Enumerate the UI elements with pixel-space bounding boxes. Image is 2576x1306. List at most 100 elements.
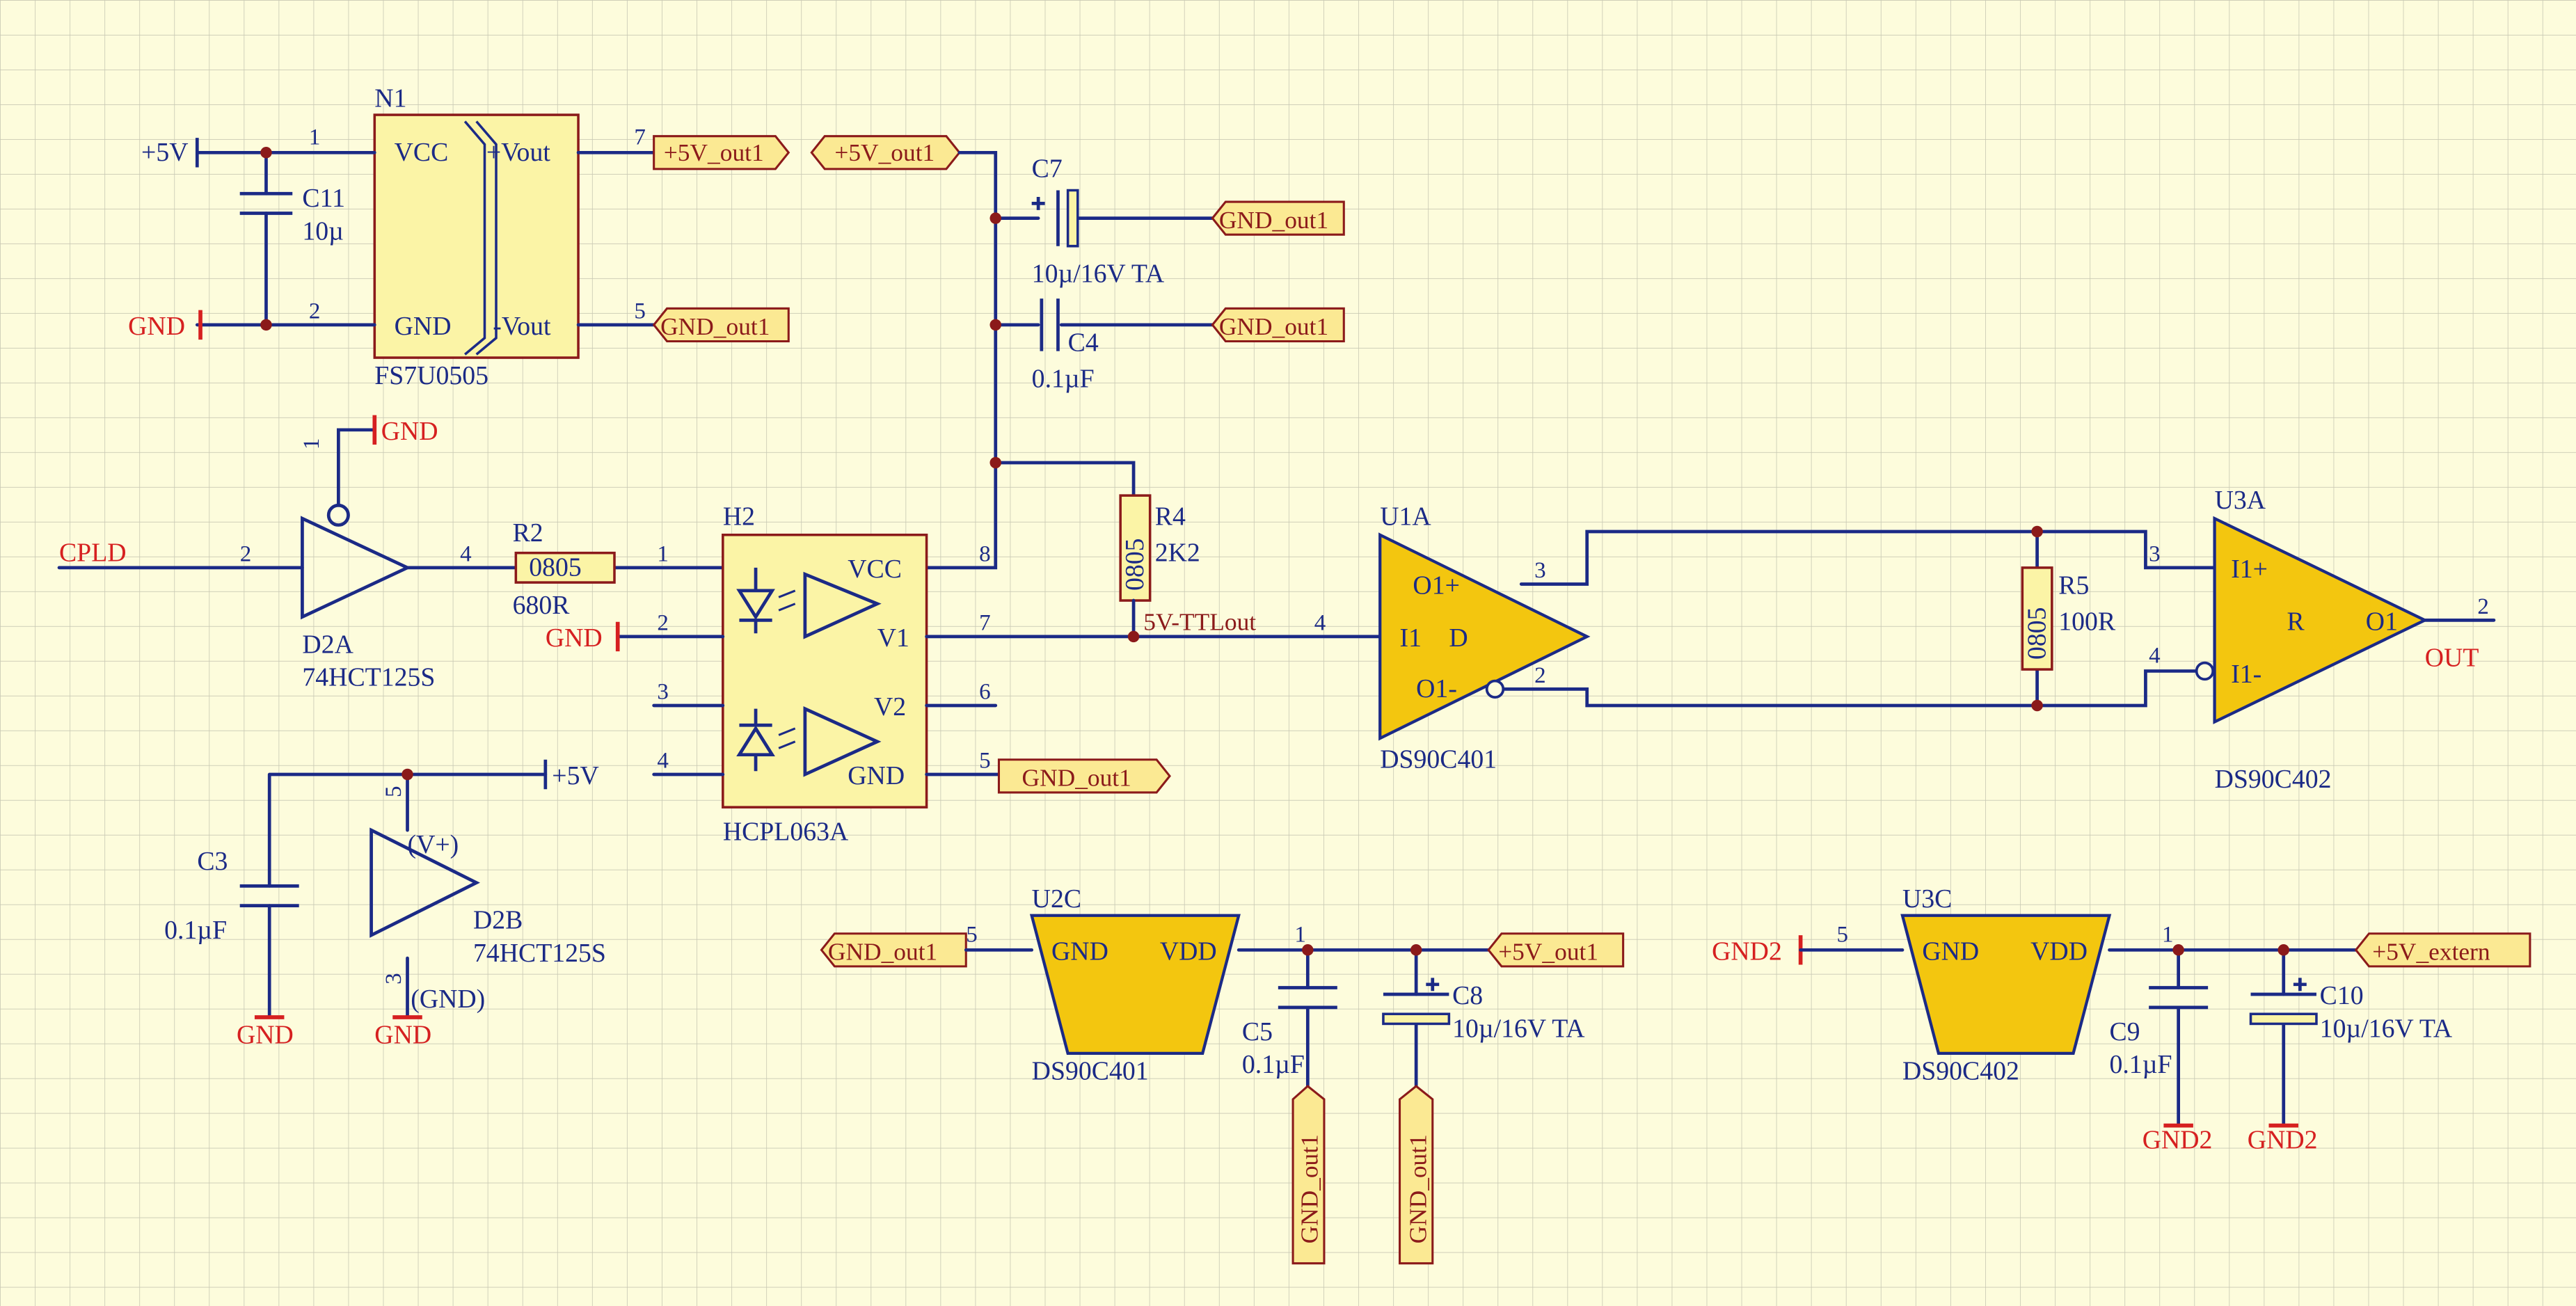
c10-ref: C10 xyxy=(2320,981,2364,1010)
r4-resistor[interactable]: 0805 R4 2K2 xyxy=(1119,494,1200,602)
p5v-power-flag[interactable]: +5V xyxy=(141,138,199,168)
c10-capacitor[interactable]: C10 10µ/16V TA xyxy=(2249,978,2453,1043)
port-gnd-out1-c4[interactable]: GND_out1 xyxy=(1211,307,1345,343)
u1a-o1p-label: O1+ xyxy=(1413,571,1459,600)
d2a-buffer[interactable]: GND 1 2 4 D2A 74HCT125S xyxy=(240,415,472,692)
c11-value: 10µ xyxy=(302,216,344,246)
gnd2-label-c9: GND2 xyxy=(2142,1126,2213,1155)
u3a-pin3: 3 xyxy=(2149,541,2161,566)
gnd-power-flag-h2[interactable]: GND xyxy=(546,621,620,653)
port-gnd-out1-h2[interactable]: GND_out1 xyxy=(997,758,1171,794)
u2c-gnd-label: GND xyxy=(1051,937,1108,966)
u3a-ref: U3A xyxy=(2215,486,2266,515)
c9-ref: C9 xyxy=(2109,1017,2140,1046)
u3a-line-receiver[interactable]: I1+ R O1 I1- U3A DS90C402 3 4 2 xyxy=(2149,486,2489,794)
c4-ref: C4 xyxy=(1068,328,1099,358)
n1-vout-plus-label: +Vout xyxy=(486,138,550,167)
u2c-vdd-label: VDD xyxy=(1160,937,1217,966)
u1a-pin2: 2 xyxy=(1534,663,1546,688)
u2c-pin5: 5 xyxy=(966,923,978,948)
r2-value: 680R xyxy=(513,591,571,620)
h2-optocoupler[interactable]: VCC V1 V2 GND H2 HCPL063A 1 2 3 4 8 7 6 … xyxy=(657,502,990,847)
p5v-label-n1: +5V xyxy=(141,138,188,167)
c9-capacitor[interactable]: C9 0.1µF xyxy=(2109,986,2209,1080)
c3-value: 0.1µF xyxy=(164,916,227,945)
gnd-label-d2b: GND xyxy=(374,1021,431,1050)
gnd-label-d2a: GND xyxy=(381,417,438,446)
h2-pin3: 3 xyxy=(657,680,669,705)
r2-resistor[interactable]: 0805 R2 680R xyxy=(513,518,616,620)
h2-gnd-label: GND xyxy=(848,761,905,790)
port-p5v-extern[interactable]: +5V_extern xyxy=(2354,932,2531,968)
d2b-gnd-label: (GND) xyxy=(411,985,485,1014)
port-gnd-out1-c5[interactable]: GND_out1 xyxy=(1291,1085,1326,1265)
c3-capacitor[interactable]: C3 0.1µF xyxy=(164,847,299,945)
c9-value: 0.1µF xyxy=(2109,1050,2172,1079)
port-p5v-out1-n1-label: +5V_out1 xyxy=(664,138,764,166)
c8-value: 10µ/16V TA xyxy=(1452,1014,1584,1043)
c5-ref: C5 xyxy=(1242,1017,1273,1046)
cpld-net-label: CPLD xyxy=(59,538,127,567)
h2-v2-label: V2 xyxy=(874,692,906,722)
gnd-power-flag-n1[interactable]: GND xyxy=(128,310,202,341)
c5-capacitor[interactable]: C5 0.1µF xyxy=(1242,986,1337,1080)
u1a-line-driver[interactable]: O1+ I1 D O1- U1A DS90C401 3 4 2 xyxy=(1314,502,1591,774)
c4-capacitor[interactable]: C4 0.1µF xyxy=(1032,298,1099,393)
u1a-d-label: D xyxy=(1449,623,1468,653)
u2c-ref: U2C xyxy=(1032,884,1081,914)
gnd-label-c3: GND xyxy=(237,1021,294,1050)
d2b-pin5: 5 xyxy=(381,786,406,798)
u3a-pin2: 2 xyxy=(2477,594,2489,619)
gnd2-label-c10: GND2 xyxy=(2248,1126,2318,1155)
d2a-ref: D2A xyxy=(302,630,353,660)
gnd-power-flag-d2b[interactable]: GND xyxy=(374,1015,431,1050)
gnd-power-flag-c3[interactable]: GND xyxy=(237,1015,294,1050)
ttl-net-label: 5V-TTLout xyxy=(1143,608,1256,636)
n1-converter[interactable]: VCC GND +Vout -Vout N1 FS7U0505 1 2 7 5 xyxy=(309,83,646,390)
d2a-pin1: 1 xyxy=(299,438,324,450)
out-net-label: OUT xyxy=(2425,643,2479,672)
port-gnd-out1-u2c[interactable]: GND_out1 xyxy=(820,932,967,968)
d2a-part: 74HCT125S xyxy=(302,663,435,692)
c4-value: 0.1µF xyxy=(1032,365,1095,394)
u3c-power-unit[interactable]: GND VDD U3C DS90C402 5 1 xyxy=(1837,884,2174,1086)
p5v-power-flag-d2b[interactable]: +5V xyxy=(543,759,599,790)
h2-pin7: 7 xyxy=(979,611,991,636)
u1a-o1n-label: O1- xyxy=(1416,674,1457,703)
d2b-buffer-power[interactable]: (V+) (GND) 5 3 D2B 74HCT125S xyxy=(369,786,606,1014)
c8-capacitor[interactable]: C8 10µ/16V TA xyxy=(1382,978,1585,1043)
u3c-gnd-label: GND xyxy=(1922,937,1979,966)
gnd2-power-flag-c9[interactable]: GND2 xyxy=(2142,1123,2213,1155)
u1a-ref: U1A xyxy=(1380,502,1431,532)
port-p5v-out1-u2c[interactable]: +5V_out1 xyxy=(1487,932,1625,968)
u2c-part: DS90C401 xyxy=(1032,1057,1149,1086)
port-gnd-out1-c5-label: GND_out1 xyxy=(1295,1134,1323,1243)
port-p5v-extern-label: +5V_extern xyxy=(2372,937,2490,965)
port-p5v-out1-n1[interactable]: +5V_out1 xyxy=(653,135,790,170)
r4-package: 0805 xyxy=(1120,538,1150,590)
u1a-pin3: 3 xyxy=(1534,558,1546,583)
gnd2-power-flag-c10[interactable]: GND2 xyxy=(2248,1123,2318,1155)
port-gnd-out1-n1[interactable]: GND_out1 xyxy=(652,307,790,343)
port-p5v-out1-top[interactable]: +5V_out1 xyxy=(810,135,961,170)
c11-capacitor[interactable]: C11 10µ xyxy=(239,184,345,246)
d2a-pin4: 4 xyxy=(460,541,472,566)
u2c-power-unit[interactable]: GND VDD U2C DS90C401 5 1 xyxy=(966,884,1306,1086)
h2-pin5: 5 xyxy=(979,749,991,774)
h2-pin1: 1 xyxy=(657,541,669,566)
u2c-pin1: 1 xyxy=(1294,923,1306,948)
n1-part: FS7U0505 xyxy=(374,361,488,390)
u3c-part: DS90C402 xyxy=(1902,1057,2019,1086)
port-p5v-out1-u2c-label: +5V_out1 xyxy=(1498,937,1598,965)
c7-capacitor[interactable]: C7 10µ/16V TA xyxy=(1032,154,1164,289)
c3-ref: C3 xyxy=(197,847,228,876)
n1-ref: N1 xyxy=(374,83,406,113)
port-gnd-out1-c7[interactable]: GND_out1 xyxy=(1211,200,1345,236)
r5-resistor[interactable]: 0805 R5 100R xyxy=(2021,566,2116,671)
p5v-label-d2b: +5V xyxy=(552,761,598,790)
u3a-part: DS90C402 xyxy=(2215,765,2332,794)
u1a-i1-label: I1 xyxy=(1400,623,1422,653)
port-gnd-out1-c8[interactable]: GND_out1 xyxy=(1399,1085,1434,1265)
n1-pin1: 1 xyxy=(309,125,321,150)
